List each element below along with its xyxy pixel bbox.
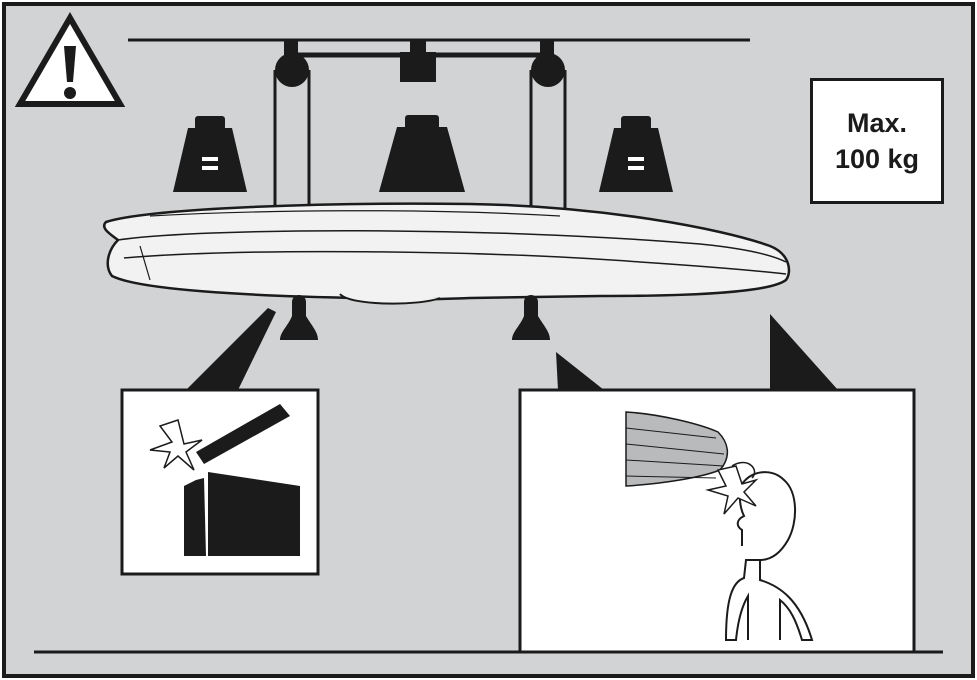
warning-triangle-icon [14, 12, 126, 107]
callout-pointer-right-inner [556, 352, 604, 390]
roof-box-illustration [102, 202, 791, 305]
weight-left-icon [173, 116, 247, 192]
pulley-wheel-right [531, 53, 565, 87]
door-frame-collision-detail [120, 388, 320, 576]
weight-center-icon [379, 115, 465, 192]
max-load-line2: 100 kg [834, 144, 920, 174]
max-load-label: Max. 100 kg [810, 78, 944, 204]
callout-pointer-left [186, 308, 276, 390]
pulley-mount-center [410, 40, 426, 54]
max-load-line1: Max. [846, 108, 908, 138]
roof-foot-left-knob [292, 295, 306, 309]
roof-foot-left [280, 302, 318, 340]
head-collision-detail [518, 388, 916, 654]
pulley-wheel-left [275, 53, 309, 87]
roof-foot-right-knob [524, 295, 538, 309]
callout-pointer-right-outer [770, 314, 838, 390]
roof-foot-right [512, 302, 550, 340]
weight-right-icon [599, 116, 673, 192]
